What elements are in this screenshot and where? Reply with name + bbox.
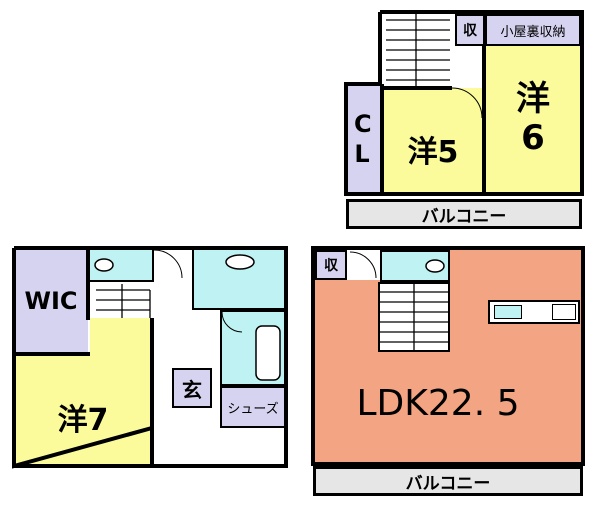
toilet-2f: [380, 250, 450, 282]
storage-room-3f: 収: [455, 14, 485, 46]
storage-room-2f: 収: [315, 250, 347, 280]
room-5-label: 洋5: [407, 135, 459, 170]
room-6-label-bottom: 6: [521, 118, 545, 158]
balcony-label-3f: バルコニー: [421, 206, 507, 227]
stair-area-2f: [378, 282, 450, 352]
attic-storage-label: 小屋裏収納: [500, 24, 566, 40]
room-6-label-top: 洋: [516, 78, 550, 119]
room-7-alcove: [90, 318, 152, 356]
storage-label-2f: 収: [324, 258, 338, 274]
western-room-6: 洋 6: [484, 46, 582, 192]
balcony-label-2f: バルコニー: [405, 473, 491, 494]
shoe-closet-label: シューズ: [227, 401, 279, 417]
balcony-2f: バルコニー: [313, 466, 583, 496]
washroom: [192, 248, 286, 310]
storage-label-3f: 収: [463, 23, 477, 39]
toilet-1f: [88, 248, 154, 282]
hall-2f: [347, 250, 380, 280]
closet-room: CL: [346, 84, 382, 194]
stairs-1f: [96, 284, 151, 318]
room-7-label: 洋7: [57, 403, 109, 438]
kitchen-sink: [494, 305, 522, 319]
western-room-7: 洋7: [14, 354, 152, 466]
wic-label: WIC: [24, 287, 78, 315]
attic-storage-room: 小屋裏収納: [485, 14, 581, 46]
walk-in-closet: WIC: [14, 248, 88, 354]
balcony-3f: バルコニー: [346, 199, 582, 229]
bathroom: [220, 310, 286, 386]
shoe-closet: シューズ: [220, 386, 286, 428]
closet-label: CL: [354, 110, 376, 168]
entrance-label: 玄: [182, 377, 202, 402]
stair-area-3f: [380, 12, 456, 92]
western-room-5: 洋5: [382, 88, 484, 192]
kitchen-stove: [552, 304, 576, 320]
ldk-label: LDK22. 5: [356, 382, 520, 424]
entrance: 玄: [172, 368, 212, 408]
